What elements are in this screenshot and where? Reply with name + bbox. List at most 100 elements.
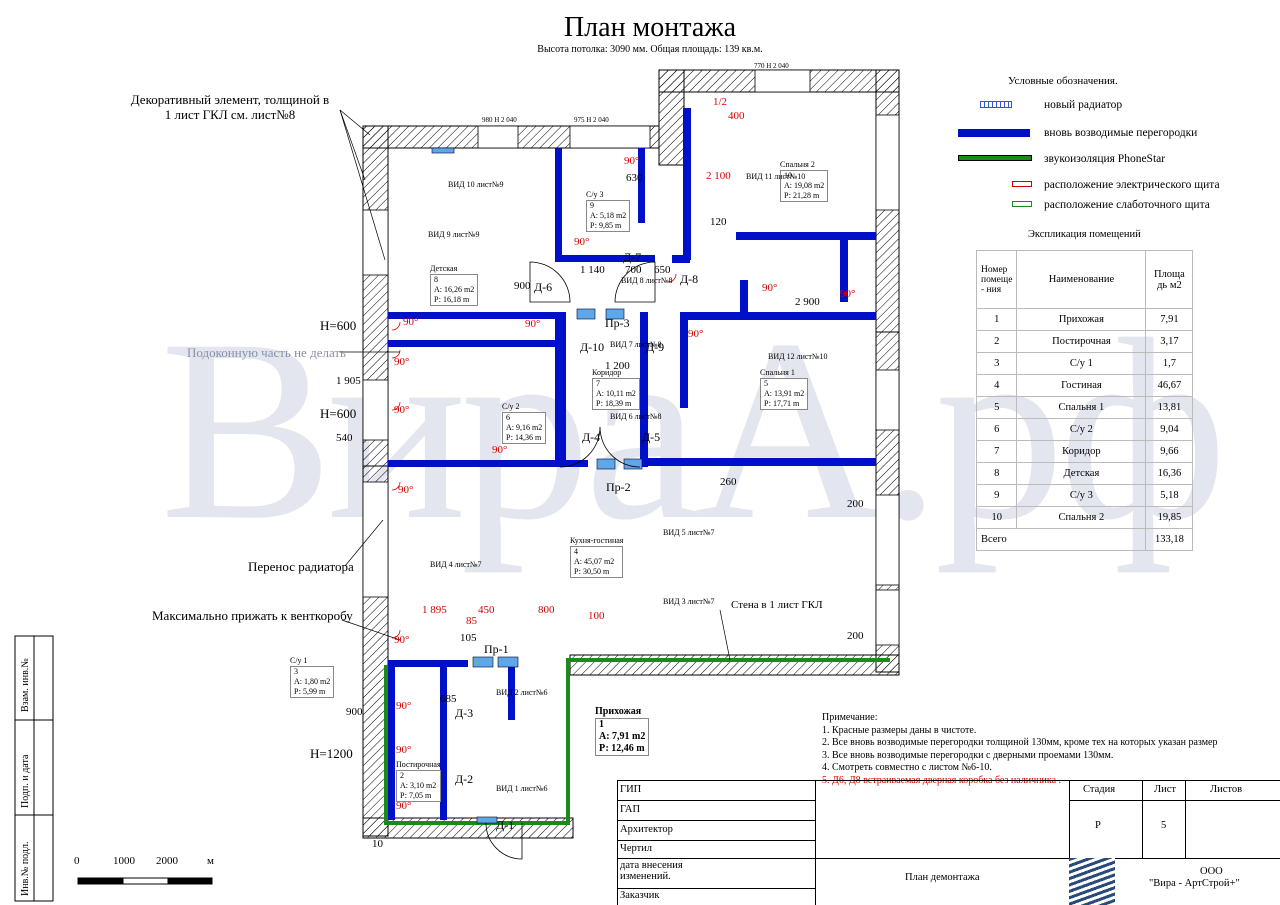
angle-label: 90° [403, 316, 419, 328]
side-label: Взам. инв.№ [20, 658, 31, 712]
scale-tick: 1000 [113, 855, 135, 867]
door-label: Д-3 [455, 706, 474, 720]
view-label: ВИД 10 лист№9 [448, 180, 504, 189]
phonestar-insulation [384, 658, 890, 825]
door-label: Д-5 [642, 430, 661, 444]
stamp-sheets-label: Листов [1210, 784, 1243, 795]
stamp-stage-label: Стадия [1083, 784, 1116, 795]
dimension: 260 [720, 476, 737, 488]
stamp-sheet: 5 [1161, 820, 1167, 831]
angle-label: 90° [394, 634, 410, 646]
angle-label: 90° [396, 800, 412, 812]
scale-bar [77, 877, 213, 885]
callout-decor: Декоративный элемент, толщиной в 1 лист … [130, 92, 330, 122]
lowcurrent-panel-symbol [1012, 201, 1032, 207]
angle-label: 90° [525, 318, 541, 330]
view-label: ВИД 6 лист№8 [610, 412, 662, 421]
door-label: Д-10 [580, 340, 605, 354]
door-label: Д-4 [582, 430, 601, 444]
dimension: 100 [588, 610, 605, 622]
header-cell: Наименование [1016, 250, 1147, 309]
window-label: 770 Н 2 040 [754, 62, 789, 70]
radiators [431, 147, 643, 824]
stamp-row: Чертил [620, 843, 653, 854]
note-line: 4. Смотреть совместно с листом №6-10. [822, 762, 992, 773]
explication-table: Номер помеще - ния Наименование Площа дь… [975, 250, 1194, 551]
angle-label: 90° [624, 155, 640, 167]
stamp-row: Архитектор [620, 824, 673, 835]
view-label: ВИД 8 лист№8 [621, 276, 673, 285]
notes-title: Примечание: [822, 712, 878, 723]
dimension: 1 200 [605, 360, 630, 372]
radiator-symbol [980, 101, 1012, 108]
door-swings [485, 261, 656, 860]
callout-vent-box: Максимально прижать к венткоробу [152, 608, 353, 623]
notes: Примечание: 1. Красные размеры даны в чи… [822, 712, 1218, 787]
stamp-row: Заказчик [620, 890, 660, 901]
dimension: 2 100 [706, 170, 731, 182]
door-label: Д-7 [623, 250, 642, 264]
windows [362, 69, 900, 646]
dimension: 200 [847, 630, 864, 642]
view-label: ВИД 12 лист№10 [768, 352, 828, 361]
dimension: 630 [626, 172, 643, 184]
note-line: 2. Все вновь возводимые перегородки толщ… [822, 737, 1218, 748]
stamp-row: ГИП [620, 784, 642, 795]
header-cell: Номер помеще - ния [975, 250, 1018, 309]
callout-radiator-move: Перенос радиатора [248, 559, 354, 574]
dimension: 900 [346, 706, 363, 718]
callout-sill: Подоконную часть не делать [187, 345, 346, 360]
stamp-company: ООО [1200, 866, 1223, 877]
dimension: 700 [625, 264, 642, 276]
dimension: 1/2 [713, 96, 728, 108]
angle-markers [391, 273, 677, 639]
view-label: ВИД 11 лист№10 [746, 172, 806, 181]
angle-label: 90° [574, 236, 590, 248]
stamp-drawing-name: План демонтажа [905, 872, 980, 883]
table-header: Номер помеще - ния Наименование Площа дь… [975, 250, 1194, 309]
dimension: 450 [478, 604, 495, 616]
dimension: 10 [372, 838, 383, 850]
callout-gkl-wall: Стена в 1 лист ГКЛ [731, 599, 823, 611]
side-label: Подп. и дата [20, 754, 31, 808]
leader-lines [339, 109, 731, 661]
scale-tick: 2000 [156, 855, 178, 867]
dimension: 685 [440, 693, 457, 705]
dimension: 1 895 [422, 604, 447, 616]
door-label: Пр-2 [606, 480, 631, 494]
door-label: Д-1 [496, 818, 515, 832]
dimension: 400 [728, 110, 745, 122]
view-label: ВИД 1 лист№6 [496, 784, 548, 793]
page-subtitle: Высота потолка: 3090 мм. Общая площадь: … [537, 44, 763, 55]
note-line: 1. Красные размеры даны в чистоте. [822, 724, 977, 736]
angle-label: 90° [396, 700, 412, 712]
angle-label: 90° [762, 282, 778, 294]
note-line: 3. Все вновь возводимые перегородки с дв… [822, 749, 1114, 761]
stamp-row: дата внесения изменений. [620, 860, 683, 882]
dimension: 900 [514, 280, 531, 292]
angle-label: 90° [688, 328, 704, 340]
angle-label: 90° [394, 356, 410, 368]
door-label: Д-8 [680, 272, 699, 286]
view-label: ВИД 5 лист№7 [663, 528, 715, 537]
floor-plan [14, 69, 900, 902]
dimension: 540 [336, 432, 353, 444]
angle-label: 90° [492, 444, 508, 456]
height-label-3: H=1200 [310, 746, 353, 761]
view-label: ВИД 9 лист№9 [428, 230, 480, 239]
